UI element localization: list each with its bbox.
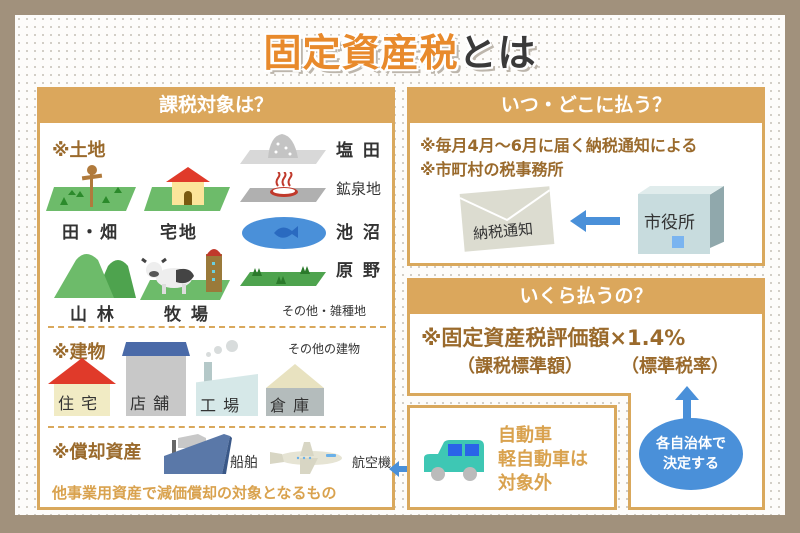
city-hall-label: 市役所 xyxy=(644,213,695,233)
land-item-mineral-spring: 鉱泉地 xyxy=(336,180,382,198)
land-heading: ※土地 xyxy=(52,140,106,161)
taxable-header: 課税対象は？ xyxy=(37,87,395,123)
rice-field-icon xyxy=(46,165,136,211)
airplane-icon xyxy=(270,442,342,474)
depreciable-note: 他事業用資産で減価償却の対象となるもの xyxy=(52,484,337,502)
land-item-salt-field: 塩 田 xyxy=(336,141,382,161)
store-building: 店 舗 xyxy=(122,342,190,416)
formula-sub-right: （標準税率） xyxy=(621,356,729,377)
ranch-icon xyxy=(140,249,230,300)
how-much-panel: いくら払うの？ ※固定資産税評価額×1.4% （課税標準額） （標準税率） 各自… xyxy=(407,278,765,510)
depreciable-heading: ※償却資産 xyxy=(52,442,142,463)
exclusion-line-1: 自動車 xyxy=(498,425,552,446)
bubble-line-2: 決定する xyxy=(663,456,719,472)
land-item-housing-lot: 宅地 xyxy=(160,223,198,243)
page-title: 固定資産税とは xyxy=(15,23,785,83)
building-warehouse-label: 倉 庫 xyxy=(270,396,311,415)
city-hall-building: 市役所 xyxy=(638,186,724,254)
building-house-label: 住 宅 xyxy=(58,394,99,413)
when-line-1: ※毎月4月〜6月に届く納税通知による xyxy=(420,136,698,155)
hot-spring-icon xyxy=(240,172,326,202)
arrow-left-icon xyxy=(389,461,419,477)
formula-sub-left: （課税標準額） xyxy=(457,356,583,377)
land-item-rice-field: 田・畑 xyxy=(62,223,119,243)
infographic-canvas: 固定資産税とは 課税対象は？ ※土地 田・畑 宅地 塩 田 xyxy=(15,15,785,515)
exclusion-line-3: 対象外 xyxy=(498,473,552,494)
tax-notice-envelope: 納税通知 xyxy=(459,186,555,252)
exclusion-line-2: 軽自動車は xyxy=(498,449,588,470)
housing-lot-icon xyxy=(144,167,230,211)
bubble-line-1: 各自治体で xyxy=(656,436,726,452)
land-item-ranch: 牧 場 xyxy=(164,305,210,325)
land-item-other: その他・雑種地 xyxy=(282,304,367,318)
land-item-forest: 山 林 xyxy=(70,305,116,325)
arrow-left-icon xyxy=(570,210,620,232)
when-where-header: いつ・どこに払う？ xyxy=(407,87,765,123)
when-where-panel: いつ・どこに払う？ ※毎月4月〜6月に届く納税通知による ※市町村の税事務所 納… xyxy=(407,87,765,266)
title-suffix: とは xyxy=(458,31,537,75)
car-icon xyxy=(424,440,484,481)
how-much-header: いくら払うの？ xyxy=(407,278,765,314)
warehouse-building: 倉 庫 xyxy=(266,364,324,416)
land-item-field: 原 野 xyxy=(336,261,382,281)
asset-ship: 船舶 xyxy=(230,455,258,471)
salt-field-icon xyxy=(240,134,326,164)
pond-icon xyxy=(242,217,326,249)
when-line-2: ※市町村の税事務所 xyxy=(420,160,564,179)
buildings-note: その他の建物 xyxy=(288,342,361,356)
house-building: 住 宅 xyxy=(48,358,116,416)
car-exclusion-box: 自動車 軽自動車は 対象外 xyxy=(407,405,617,510)
tax-formula: ※固定資産税評価額×1.4% xyxy=(421,326,686,350)
mountain-forest-icon xyxy=(54,254,136,298)
factory-building: 工 場 xyxy=(196,340,262,416)
arrow-up-icon xyxy=(675,386,699,422)
ship-icon xyxy=(164,434,232,474)
building-store-label: 店 舗 xyxy=(130,394,171,413)
building-factory-label: 工 場 xyxy=(200,396,241,415)
divider xyxy=(48,426,386,428)
buildings-heading: ※建物 xyxy=(52,342,106,363)
wasteland-icon xyxy=(240,266,326,286)
land-item-pond: 池 沼 xyxy=(336,223,382,243)
municipality-bubble: 各自治体で 決定する xyxy=(639,418,743,490)
taxable-panel: 課税対象は？ ※土地 田・畑 宅地 塩 田 xyxy=(37,87,395,510)
divider xyxy=(48,326,386,328)
asset-airplane: 航空機 xyxy=(352,456,392,471)
title-main: 固定資産税 xyxy=(263,31,459,75)
